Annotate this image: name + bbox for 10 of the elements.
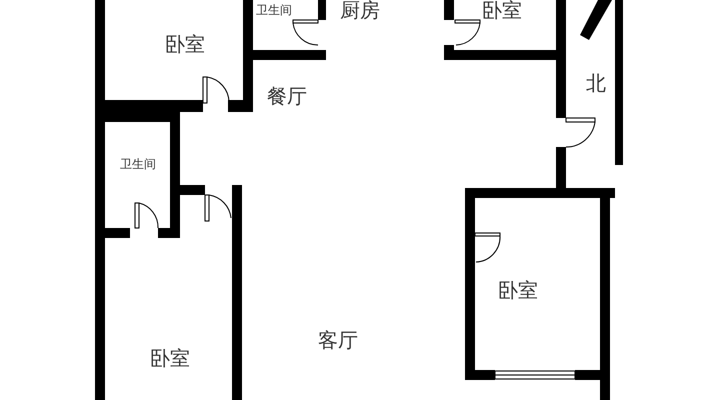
room-label: 卧室 — [150, 348, 190, 368]
room-label: 卫生间 — [256, 4, 292, 16]
room-label: 卧室 — [498, 280, 538, 300]
room-label: 卫生间 — [120, 158, 156, 170]
room-label: 厨房 — [340, 0, 380, 20]
room-label: 卧室 — [165, 34, 205, 54]
compass-label: 北 — [586, 73, 606, 93]
room-label: 餐厅 — [267, 86, 307, 106]
room-label: 客厅 — [318, 330, 358, 350]
room-label: 卧室 — [482, 0, 522, 20]
